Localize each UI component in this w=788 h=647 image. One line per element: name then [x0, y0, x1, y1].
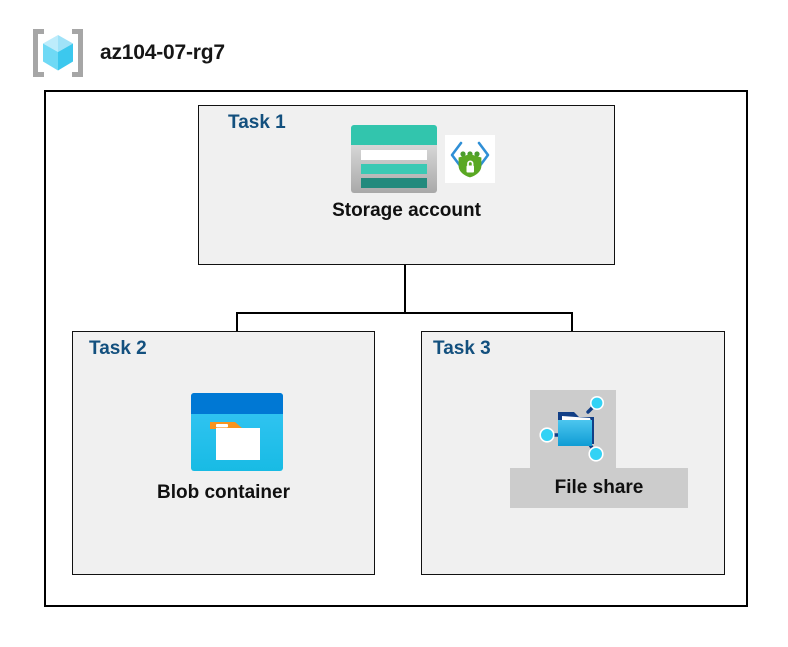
task-2-label: Task 2	[89, 338, 147, 359]
task-2-box	[72, 331, 375, 575]
file-share-label: File share	[510, 468, 688, 508]
resource-group-title: az104-07-rg7	[100, 41, 225, 64]
resource-group-header: az104-07-rg7	[30, 26, 225, 80]
resource-group-icon	[30, 26, 86, 80]
connector-horizontal-bus	[236, 312, 573, 314]
secure-endpoint-icon	[445, 135, 495, 188]
connector-storage-trunk	[404, 265, 406, 313]
task-1-label: Task 1	[228, 112, 286, 133]
storage-account-label: Storage account	[332, 200, 481, 221]
blob-container-label: Blob container	[156, 482, 290, 503]
blob-container-icon	[191, 393, 283, 476]
task-3-label: Task 3	[433, 338, 491, 359]
file-share-icon	[530, 390, 616, 468]
storage-account-icon	[351, 125, 437, 198]
